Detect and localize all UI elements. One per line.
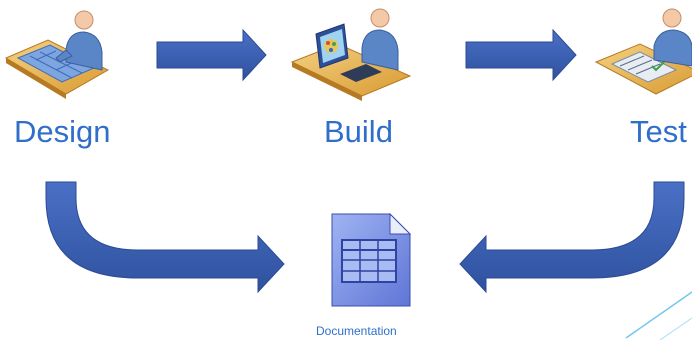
stage-label-build: Build (324, 114, 393, 149)
arrow-test-to-documentation (459, 181, 685, 294)
decorative-accent-line (625, 291, 692, 340)
designer-at-drafting-table-icon (4, 10, 110, 99)
stage-label-design: Design (14, 114, 111, 149)
stage-label-test: Test (630, 114, 687, 149)
arrow-design-to-build (156, 28, 267, 82)
builder-at-computer-icon (290, 8, 412, 101)
arrow-build-to-test (465, 28, 577, 82)
document-table-icon (331, 212, 412, 307)
tester-with-checklist-icon (594, 8, 692, 95)
arrow-design-to-documentation (45, 181, 285, 294)
document-label: Documentation (316, 324, 397, 338)
